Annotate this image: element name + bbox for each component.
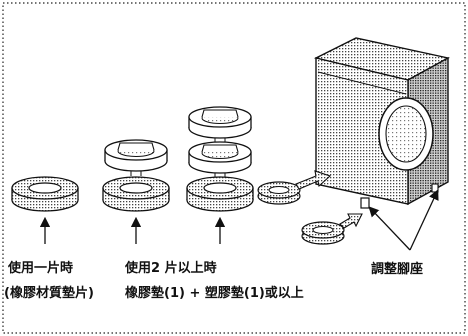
washing-machine [313, 37, 450, 209]
rubber-pad-lower-2 [102, 176, 170, 212]
rubber-pad-single [11, 176, 79, 212]
label-adjustable-feet: 調整腳座 [371, 262, 424, 277]
pad-on-floor-left [257, 181, 301, 205]
label-one-pad: 使用一片時 [8, 261, 74, 276]
plastic-pad-upper [104, 139, 168, 176]
pointer-line-right [409, 189, 439, 251]
motion-arrow-upper [295, 170, 332, 190]
label-two-pads: 使用2 片以上時 [125, 261, 217, 276]
pad-on-floor-right [301, 221, 345, 245]
plastic-pad-middle [188, 141, 252, 178]
motion-arrow-lower [339, 213, 363, 229]
pointer-line-left [368, 206, 411, 251]
label-two-pads-detail: 橡膠墊(1) + 塑膠墊(1)或以上 [125, 286, 304, 301]
plastic-pad-top [188, 106, 252, 143]
label-one-pad-detail: (橡膠材質墊片) [4, 286, 94, 301]
rubber-pad-lower-3 [186, 176, 254, 212]
